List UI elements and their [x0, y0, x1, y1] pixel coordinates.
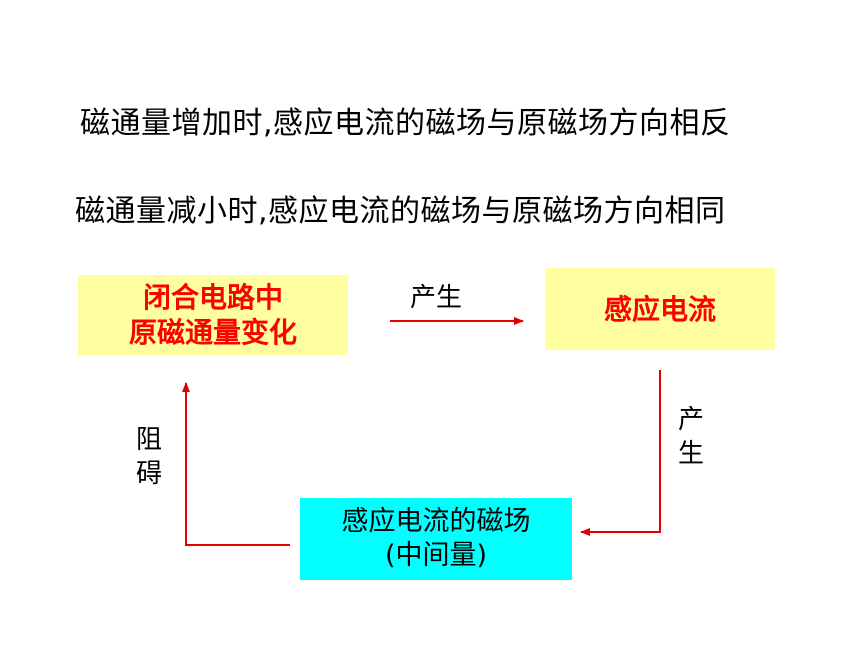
- arrow-oppose-change: [182, 382, 290, 546]
- arrow-label-left-char1: 阻: [135, 425, 162, 455]
- arrow-produce-field: [580, 370, 661, 536]
- closed-circuit-line2: 原磁通量变化: [128, 316, 297, 349]
- arrow-label-produce-top: 产生: [410, 283, 463, 313]
- arrow-label-right-char1: 产: [677, 405, 704, 435]
- arrow-label-left-char2: 碍: [135, 458, 162, 489]
- arrow-label-oppose-left: 阻 碍: [134, 424, 164, 492]
- arrow-label-produce-right: 产 生: [676, 404, 706, 472]
- induced-current-box: 感应电流: [545, 268, 775, 350]
- induced-current-label: 感应电流: [603, 292, 716, 326]
- statement-flux-decrease: 磁通量减小时,感应电流的磁场与原磁场方向相同: [75, 194, 726, 229]
- induced-field-box: 感应电流的磁场 (中间量): [300, 498, 572, 580]
- closed-circuit-flux-change-box: 闭合电路中 原磁通量变化: [78, 275, 348, 355]
- induced-field-line2: (中间量): [384, 540, 488, 571]
- arrow-label-right-char2: 生: [677, 438, 704, 469]
- closed-circuit-line1: 闭合电路中: [142, 281, 283, 314]
- induced-field-line1: 感应电流的磁场: [341, 506, 531, 538]
- statement-flux-increase: 磁通量增加时,感应电流的磁场与原磁场方向相反: [80, 106, 731, 141]
